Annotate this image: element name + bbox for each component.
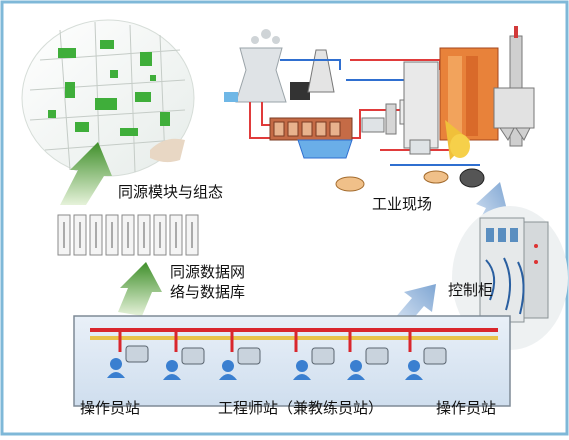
bus-drops <box>118 330 412 352</box>
green-arrow-up-left-icon <box>60 142 112 205</box>
module-config-label: 同源模块与组态 <box>118 183 224 201</box>
green-arrow-network-icon <box>118 262 162 316</box>
industrial-process-illustration <box>224 26 535 192</box>
module-config-illustration <box>21 19 195 177</box>
field-site-label: 工业现场 <box>372 195 433 213</box>
control-cabinet-illustration <box>452 206 568 350</box>
workstation-icons <box>107 345 447 380</box>
control-cabinet-label: 控制柜 <box>448 281 494 299</box>
network-db-label-line1: 同源数据网 <box>170 263 246 281</box>
network-db-label-line2: 络与数据库 <box>170 283 246 301</box>
operator-station-left-label: 操作员站 <box>80 399 141 417</box>
operator-station-right-label: 操作员站 <box>436 399 497 417</box>
engineer-station-label: 工程师站（兼教练员站） <box>218 399 384 417</box>
